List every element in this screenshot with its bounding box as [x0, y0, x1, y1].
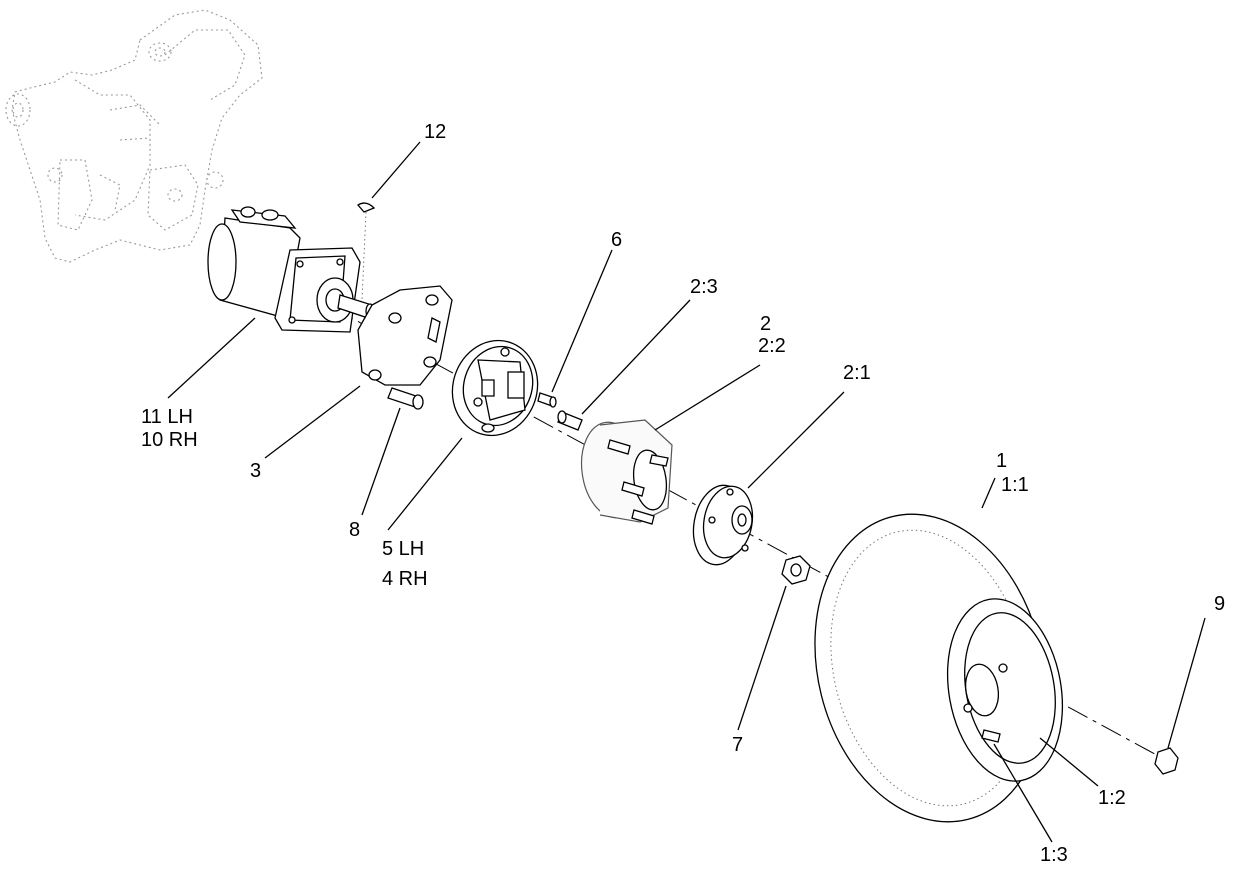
callout-1: 1: [996, 450, 1007, 472]
key: [357, 202, 376, 213]
backing-plate: [357, 285, 453, 386]
callout-4-rh: 4 RH: [382, 568, 428, 590]
callout-11-lh: 11 LH: [141, 406, 193, 428]
callout-7: 7: [732, 734, 743, 756]
callout-1-1: 1:1: [1001, 474, 1029, 496]
callout-10-rh: 10 RH: [141, 429, 198, 451]
stud-6: [537, 392, 557, 408]
bolt: [387, 387, 424, 410]
hub: [692, 484, 754, 566]
wheel-motor: [207, 206, 375, 333]
leader-lines: [167, 141, 1206, 843]
callout-2-1: 2:1: [843, 362, 871, 384]
callout-labels: 12 6 2:3 2 2:2 2:1 11 LH 10 RH 3 8 5 LH …: [141, 121, 1225, 866]
brake-assembly: [451, 339, 539, 437]
callout-2-3: 2:3: [690, 276, 718, 298]
callout-1-3: 1:3: [1040, 844, 1068, 866]
key-guide: [361, 211, 367, 301]
callout-6: 6: [611, 229, 622, 251]
callout-3: 3: [250, 460, 261, 482]
callout-1-2: 1:2: [1098, 787, 1126, 809]
callout-8: 8: [349, 519, 360, 541]
wheel-tire: [814, 513, 1064, 823]
callout-5-lh: 5 LH: [382, 538, 424, 560]
brake-drum: [580, 419, 673, 525]
callout-2: 2: [760, 313, 771, 335]
callout-9: 9: [1214, 593, 1225, 615]
hex-nut-bore: [790, 563, 802, 577]
callout-12: 12: [424, 121, 446, 143]
lug-nut: [1154, 747, 1179, 775]
callout-2-2: 2:2: [758, 335, 786, 357]
stud-2-3: [557, 410, 583, 431]
frame-ghost: [5, 9, 263, 263]
